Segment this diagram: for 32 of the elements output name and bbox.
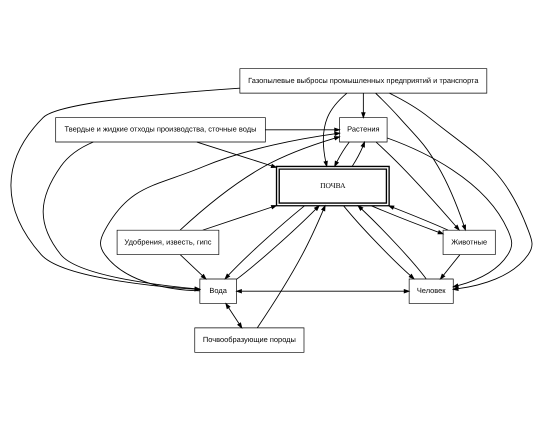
node-box: ПОЧВА bbox=[276, 166, 390, 206]
arrow bbox=[235, 288, 410, 294]
arrow bbox=[388, 92, 532, 291]
arrow bbox=[196, 142, 278, 168]
arrow bbox=[357, 204, 427, 280]
arrow bbox=[376, 142, 460, 231]
arrow bbox=[386, 138, 512, 288]
arrow bbox=[224, 205, 305, 280]
arrow bbox=[334, 142, 350, 168]
node-box: Твердые и жидкие отходы производства, сточные воды bbox=[55, 117, 266, 142]
arrow bbox=[440, 254, 460, 280]
arrow bbox=[375, 92, 466, 232]
node-box: Человек bbox=[408, 278, 454, 304]
arrow bbox=[265, 128, 341, 132]
node-box: Растения bbox=[339, 117, 388, 142]
arrow bbox=[225, 302, 242, 329]
node-box: Вода bbox=[200, 278, 237, 304]
arrow bbox=[180, 254, 207, 280]
arrow bbox=[236, 204, 320, 280]
node-box: Почвообразующие породы bbox=[194, 328, 304, 353]
arrow bbox=[257, 204, 326, 328]
node-box: Животные bbox=[442, 230, 496, 255]
node-box: Газопылевые выбросы промышленных предприятий и транспорта bbox=[240, 68, 488, 94]
arrow bbox=[180, 136, 341, 231]
arrow bbox=[343, 205, 415, 280]
arrow bbox=[202, 205, 278, 231]
arrow bbox=[361, 92, 366, 119]
node-box: Удобрения, известь, гипс bbox=[116, 230, 220, 255]
arrow bbox=[322, 92, 348, 168]
arrow bbox=[370, 205, 444, 234]
arrow bbox=[352, 140, 365, 167]
arrow bbox=[388, 205, 448, 231]
